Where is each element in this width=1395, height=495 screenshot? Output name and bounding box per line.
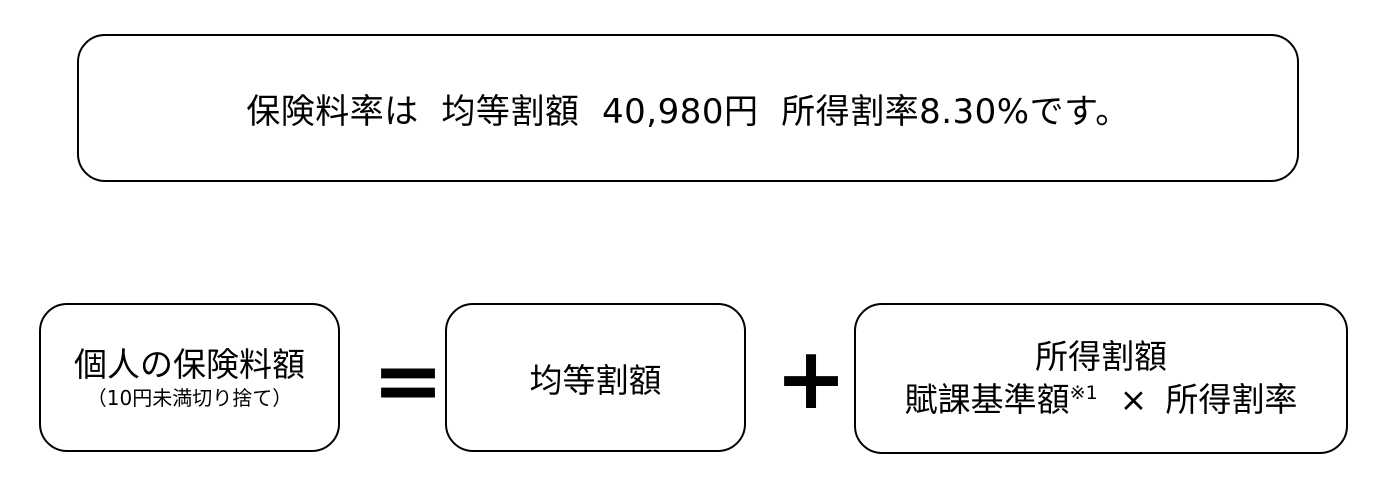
- plus-sign: +: [775, 329, 848, 429]
- footnote-mark: ※1: [1069, 381, 1098, 404]
- income-rate-label: 所得割率: [1165, 379, 1298, 419]
- multiply-sign: ×: [1119, 379, 1148, 419]
- premium-rate-box: 保険料率は 均等割額 40,980円 所得割率8.30%です。: [77, 34, 1299, 182]
- per-capita-box: 均等割額: [445, 303, 746, 452]
- rounding-note: （10円未満切り捨て）: [86, 386, 293, 411]
- personal-premium-box: 個人の保険料額 （10円未満切り捨て）: [39, 303, 340, 452]
- income-based-title: 所得割額: [1035, 336, 1167, 376]
- per-capita-label: 均等割額: [529, 360, 662, 400]
- income-formula-row: 賦課基準額※1 × 所得割率: [905, 379, 1298, 422]
- equals-sign: =: [372, 331, 445, 431]
- premium-rate-text: 保険料率は 均等割額 40,980円 所得割率8.30%です。: [246, 91, 1130, 132]
- income-based-box: 所得割額 賦課基準額※1 × 所得割率: [854, 303, 1348, 454]
- assessment-base-label: 賦課基準額: [904, 379, 1070, 419]
- personal-premium-label: 個人の保険料額: [74, 344, 305, 384]
